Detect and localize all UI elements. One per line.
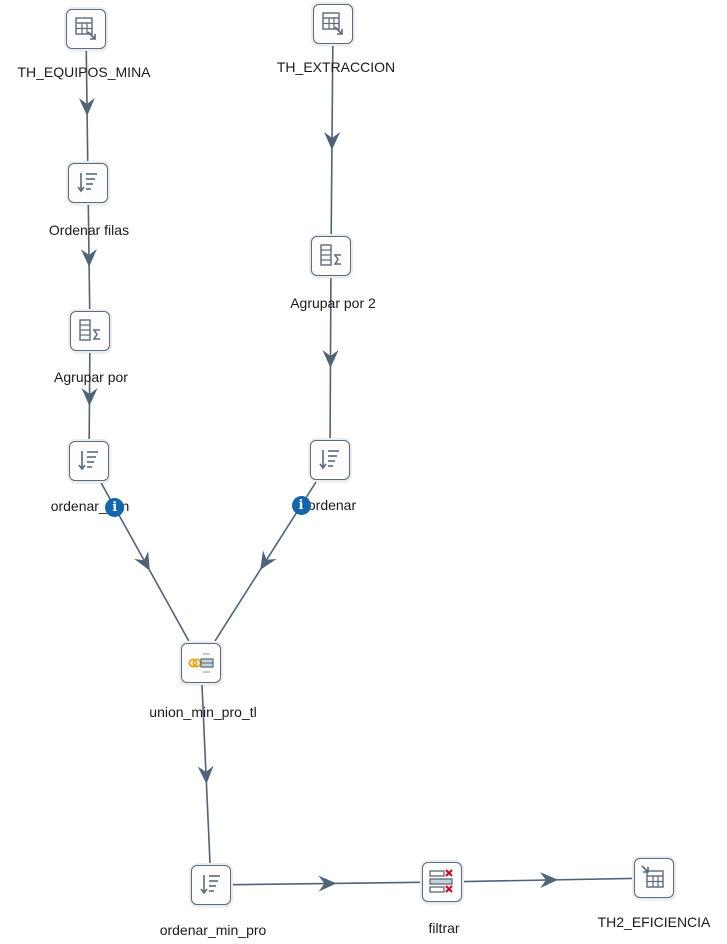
hop-arrow [324, 131, 341, 150]
step-th-extraccion[interactable] [313, 4, 353, 44]
step-label: TH_EXTRACCION [276, 59, 396, 75]
step-label: filtrar [428, 920, 460, 936]
step-agrupar-por[interactable] [70, 311, 110, 351]
step-label: Agrupar por 2 [290, 295, 376, 311]
hop-arrow [260, 550, 277, 570]
step-ordenar[interactable] [310, 440, 350, 480]
hop-arrow [539, 872, 558, 889]
step-ordenar-filas[interactable] [68, 163, 108, 203]
hop-ordenar_min_pro-filtrar[interactable] [232, 875, 421, 892]
hop-filtrar-th2_eficiencia[interactable] [463, 872, 633, 889]
step-filtrar[interactable] [422, 862, 462, 902]
step-th-equipos-mina[interactable] [66, 9, 106, 49]
step-th2-eficiencia[interactable] [634, 858, 674, 898]
info-icon[interactable]: i [291, 496, 311, 516]
hop-arrow [81, 387, 98, 406]
hop-arrow [318, 875, 337, 892]
step-label: TH_EQUIPOS_MINA [17, 64, 151, 80]
step-label: Agrupar por [54, 369, 128, 385]
hop-th_equipos_mina-ordenar_filas[interactable] [78, 50, 95, 162]
info-icon[interactable]: i [105, 497, 125, 517]
step-label: ordenar [307, 497, 357, 513]
hop-agrupar_por-ordenar_min[interactable] [81, 352, 98, 440]
hop-ordenar_filas-agrupar_por[interactable] [80, 204, 97, 310]
hop-arrow [322, 349, 339, 368]
hop-arrow [78, 97, 95, 116]
hop-arrow [197, 765, 214, 784]
step-union-min-pro-tl[interactable] [181, 643, 221, 683]
hop-arrow [134, 551, 150, 571]
step-ordenar-min[interactable] [69, 441, 109, 481]
step-label: union_min_pro_tl [149, 704, 257, 720]
hop-agrupar_por_2-ordenar[interactable] [322, 277, 339, 439]
hop-union_min_pro_tl-ordenar_min_pro[interactable] [197, 684, 214, 864]
hop-arrow [80, 248, 97, 267]
step-agrupar-por-2[interactable] [311, 236, 351, 276]
step-label: Ordenar filas [48, 222, 130, 238]
step-label: ordenar_min_pro [159, 922, 267, 938]
hop-th_extraccion-agrupar_por_2[interactable] [324, 45, 341, 235]
step-ordenar-min-pro[interactable] [191, 865, 231, 905]
step-label: TH2_EFICIENCIA [597, 914, 711, 930]
